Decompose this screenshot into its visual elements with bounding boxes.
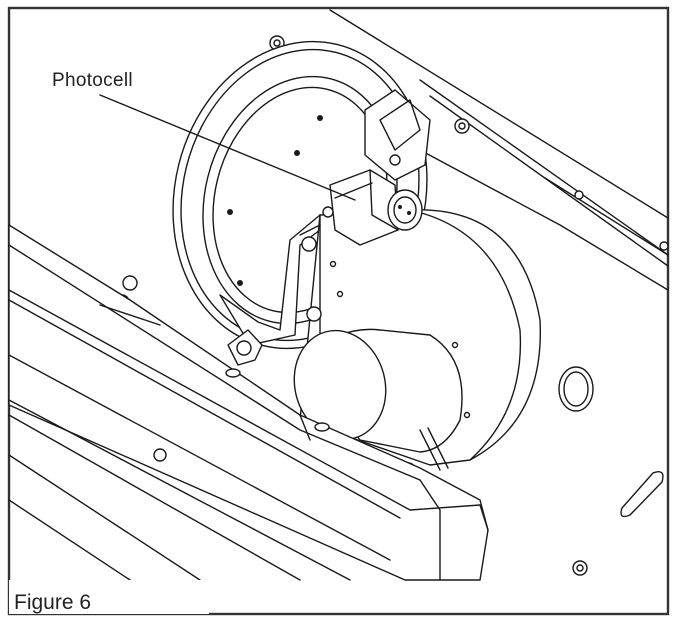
photocell-component — [322, 169, 423, 246]
figure-caption: Figure 6 — [14, 591, 92, 614]
gas-fitting — [227, 329, 263, 366]
housing-plate — [269, 9, 669, 291]
photocell-label: Photocell — [52, 70, 133, 91]
side-slot — [620, 470, 664, 518]
front-housing-panel — [8, 224, 489, 581]
photocell-leader-line — [99, 94, 356, 201]
caption-background — [9, 580, 209, 614]
sight-glass — [558, 366, 594, 412]
blower-motor — [293, 328, 463, 471]
upper-clamp — [364, 89, 431, 181]
